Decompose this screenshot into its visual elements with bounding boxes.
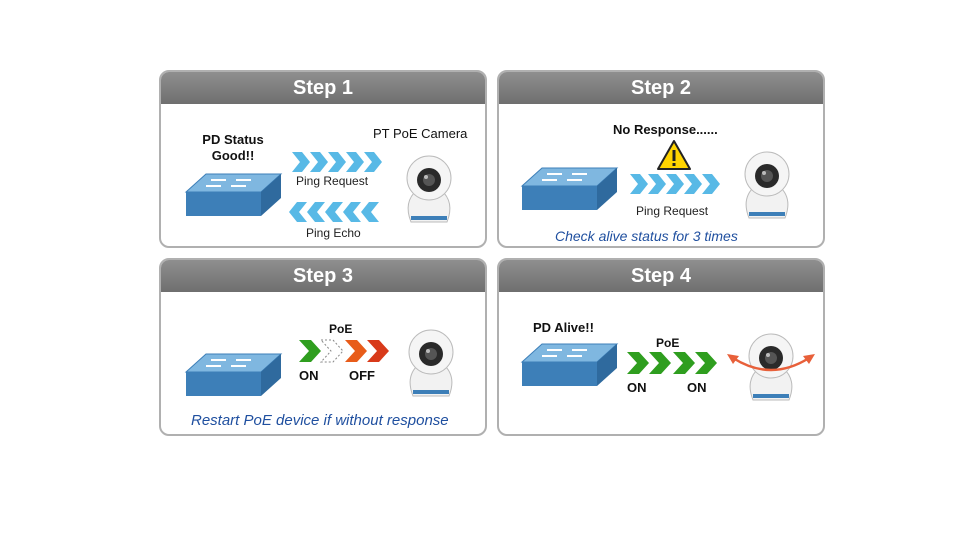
step-3-off-label: OFF bbox=[349, 368, 375, 383]
step-4-status: PD Alive!! bbox=[533, 320, 594, 335]
network-switch-icon bbox=[184, 353, 283, 396]
step-2-ping-request-label: Ping Request bbox=[636, 204, 709, 218]
step-2-status: No Response...... bbox=[613, 122, 718, 137]
step-1-ping-request-label: Ping Request bbox=[296, 174, 369, 188]
step-2-title: Step 2 bbox=[499, 72, 823, 104]
step-1-device-label: PT PoE Camera bbox=[373, 126, 468, 141]
step-4-poe-label: PoE bbox=[656, 336, 680, 350]
step-3-on-label: ON bbox=[299, 368, 319, 383]
step-2-caption: Check alive status for 3 times bbox=[555, 228, 738, 244]
step-1-title: Step 1 bbox=[161, 72, 485, 104]
rotate-arrow-icon bbox=[727, 354, 815, 372]
step-4-title: Step 4 bbox=[499, 260, 823, 292]
step-4-on-label: ON bbox=[627, 380, 647, 395]
step-1-panel: Step 1 PD Status Good!! PT PoE Camera Pi… bbox=[159, 70, 487, 248]
step-3-poe-label: PoE bbox=[329, 322, 353, 336]
ip-camera-icon bbox=[406, 155, 452, 223]
step-3-panel: Step 3 PoE ON OFF Restart PoE device if … bbox=[159, 258, 487, 436]
poe-on-on-arrows bbox=[627, 352, 717, 374]
step-4-panel: Step 4 PD Alive!! PoE ON ON bbox=[497, 258, 825, 436]
poe-on-off-arrows bbox=[299, 339, 389, 363]
ping-request-arrows bbox=[292, 152, 382, 172]
network-switch-icon bbox=[520, 167, 619, 210]
step-3-caption: Restart PoE device if without response bbox=[191, 412, 449, 429]
step-2-panel: Step 2 No Response...... Ping Request bbox=[497, 70, 825, 248]
ip-camera-icon bbox=[408, 329, 454, 397]
step-1-status: PD Status Good!! bbox=[202, 132, 264, 163]
network-switch-icon bbox=[184, 173, 283, 216]
warning-triangle-icon bbox=[657, 140, 691, 170]
step-3-title: Step 3 bbox=[161, 260, 485, 292]
ip-camera-icon bbox=[744, 151, 790, 219]
step-4-on-label-2: ON bbox=[687, 380, 707, 395]
step-1-ping-echo-label: Ping Echo bbox=[306, 226, 361, 240]
ping-echo-arrows bbox=[289, 202, 379, 222]
ping-request-arrows bbox=[630, 174, 720, 194]
network-switch-icon bbox=[520, 343, 619, 386]
